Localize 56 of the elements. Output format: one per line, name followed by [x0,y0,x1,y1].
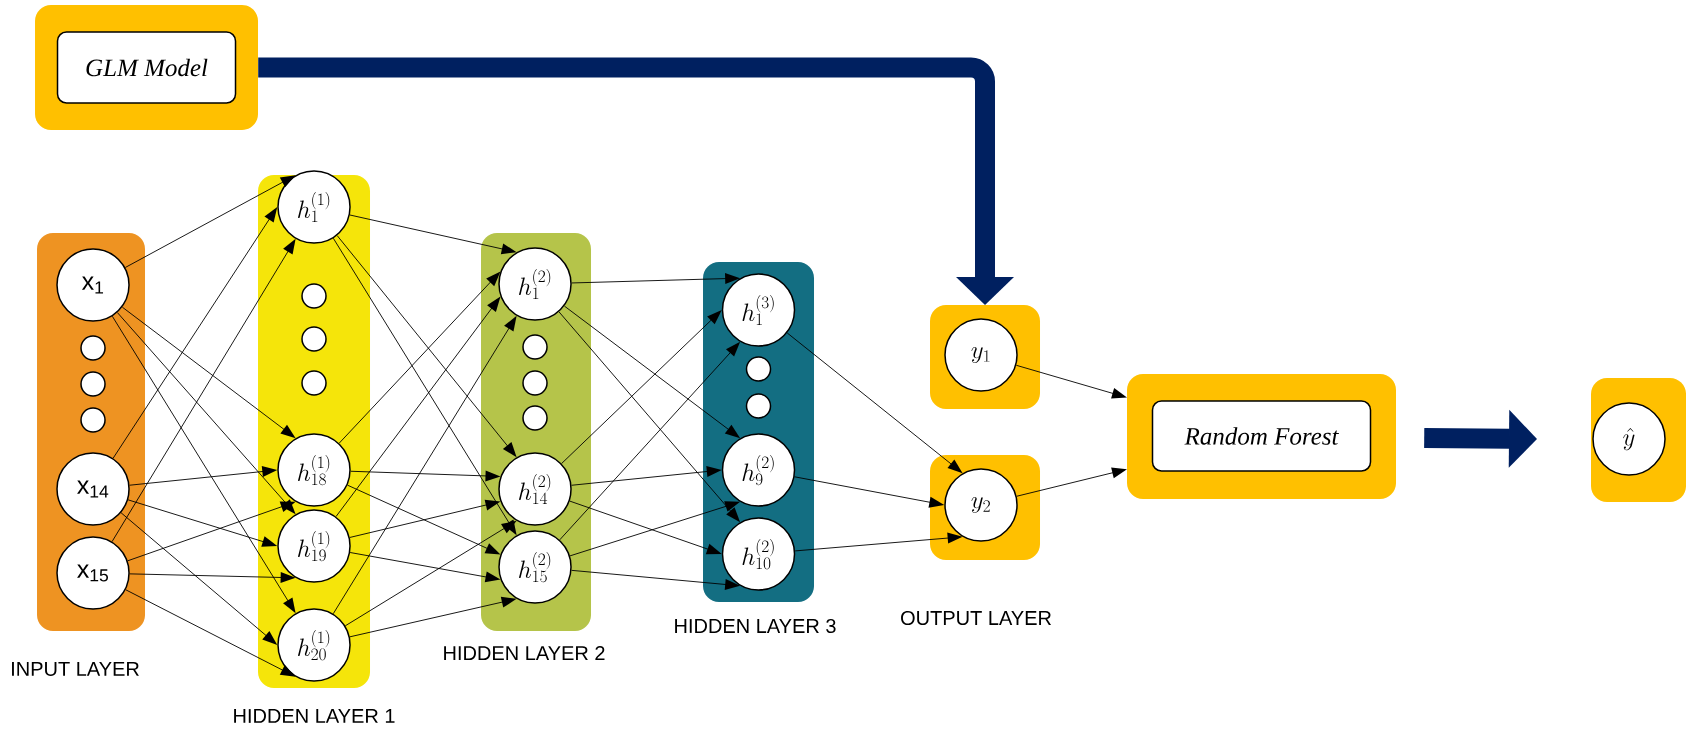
arrow [125,589,296,677]
ellipsis-dot [80,371,106,397]
arrow [129,466,278,486]
arrow [347,484,501,555]
arrow [120,512,278,645]
arrow [349,552,501,583]
arrow [1016,467,1127,497]
arrow [332,315,517,615]
arrow [111,238,296,543]
arrow [786,332,963,474]
ellipsis-dot [522,405,548,431]
arrow [336,235,517,458]
arrow [350,470,501,482]
arrow [111,315,296,614]
arrow [124,175,296,268]
arrow [349,214,517,255]
arrow [569,500,722,555]
thick-arrow [1424,409,1537,468]
ellipsis-dot [522,370,548,396]
arrow [127,501,296,562]
thick-arrow [258,57,1014,305]
arrow [335,296,501,517]
arrow [344,520,517,627]
arrow [571,273,741,285]
arrow [1015,364,1127,399]
ellipsis-dot [301,283,327,309]
arrow [121,306,296,439]
ellipsis-dot [745,356,772,382]
arrow [332,237,517,536]
arrow [112,207,278,459]
ellipsis-dot [301,370,327,396]
arrow [794,532,963,552]
layer-label: HIDDEN LAYER 2 [444,646,605,660]
arrow [563,305,741,439]
arrow [559,341,741,541]
arrow [338,271,501,444]
ellipsis-dot [301,326,327,352]
arrow [127,499,278,547]
layer-label: INPUT LAYER [12,662,139,676]
ellipsis-dot [80,407,106,433]
arrow [571,466,722,486]
layer-label: HIDDEN LAYER 1 [234,709,395,723]
arrow [571,569,741,590]
arrow [569,501,741,557]
ellipsis-dot [522,334,548,360]
arrow [561,310,722,464]
arrow [129,571,296,583]
ellipsis-dot [745,393,772,419]
arrow [349,596,517,638]
arrow [349,499,501,538]
ellipsis-dot [80,335,106,361]
layer-label: HIDDEN LAYER 3 [675,618,836,634]
model-box: GLM Model [56,31,237,104]
layer-label: OUTPUT LAYER [901,610,1052,626]
arrow [558,311,741,523]
model-box: Random Forest [1151,400,1372,472]
